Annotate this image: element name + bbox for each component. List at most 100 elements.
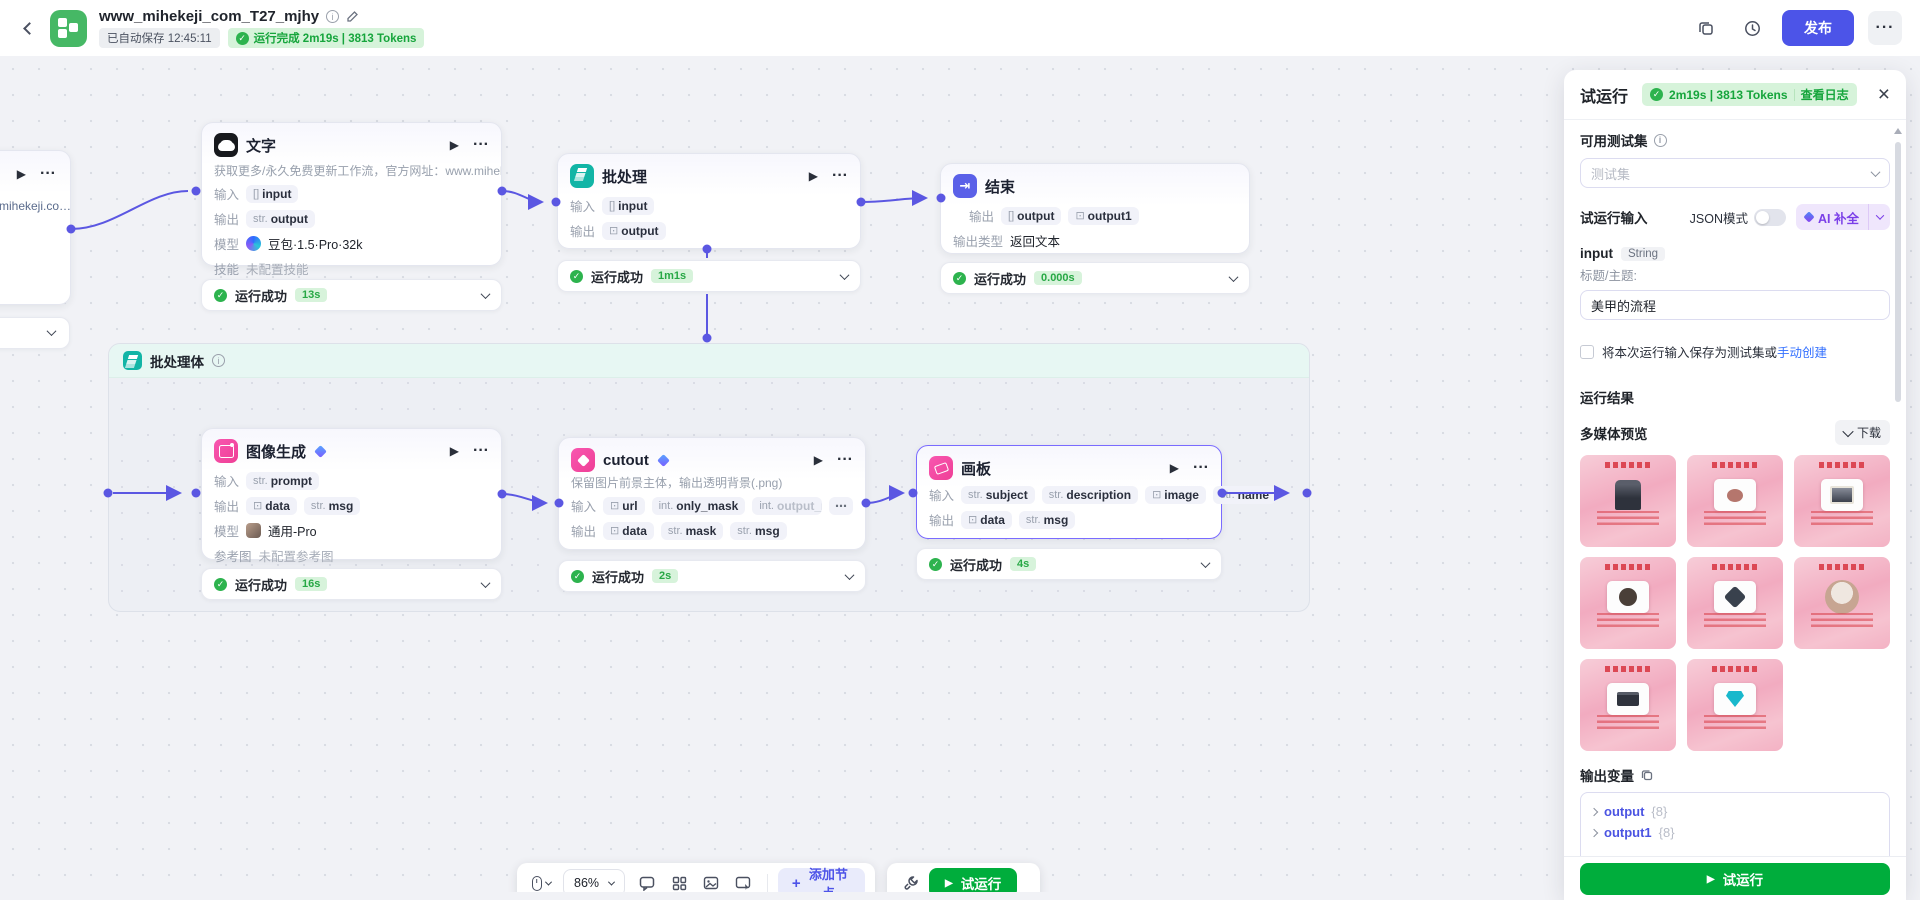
param-pill[interactable]: str.msg: [303, 496, 361, 515]
expand-toggle[interactable]: [480, 575, 491, 593]
play-icon[interactable]: [450, 442, 459, 460]
param-pill[interactable]: ⊡output1: [1068, 206, 1139, 225]
panel-scrollbar[interactable]: [1893, 128, 1903, 862]
scrollbar-thumb[interactable]: [1895, 142, 1901, 402]
play-icon[interactable]: [17, 165, 26, 183]
scroll-up-icon[interactable]: [1894, 128, 1902, 134]
more-icon[interactable]: [473, 136, 489, 154]
back-button[interactable]: [14, 13, 44, 43]
param-pill[interactable]: []output: [1001, 206, 1062, 225]
param-pill[interactable]: []input: [602, 196, 655, 215]
tools-button[interactable]: [897, 869, 925, 892]
edit-icon[interactable]: [346, 10, 359, 23]
play-icon[interactable]: [450, 136, 459, 154]
param-pill[interactable]: ⊡image: [1145, 485, 1206, 504]
publish-button[interactable]: 发布: [1782, 10, 1854, 46]
more-icon[interactable]: [832, 167, 848, 185]
media-thumbnail[interactable]: [1794, 557, 1890, 649]
param-pill[interactable]: int.output_mode: [752, 496, 822, 515]
param-pill[interactable]: str.subject: [961, 485, 1035, 504]
param-pill[interactable]: int.only_mask: [651, 496, 746, 515]
media-thumbnail[interactable]: [1794, 455, 1890, 547]
image-tool-button[interactable]: [697, 869, 725, 892]
history-button[interactable]: [1736, 12, 1768, 44]
node-image-gen-status[interactable]: 运行成功 16s: [201, 568, 502, 600]
copy-icon[interactable]: [1641, 769, 1653, 781]
output-var-row[interactable]: output {8}: [1589, 801, 1879, 822]
node-board-status[interactable]: 运行成功 4s: [916, 548, 1222, 580]
param-pill[interactable]: str.msg: [730, 521, 787, 540]
node-text-status[interactable]: 运行成功 13s: [201, 279, 502, 311]
download-button[interactable]: 下载: [1834, 420, 1890, 445]
overflow-pill[interactable]: ⋯: [829, 496, 853, 515]
node-image-gen[interactable]: 图像生成 输入 str.prompt 输出 ⊡data str.msg 模型 通…: [201, 428, 502, 564]
media-thumbnail[interactable]: [1580, 455, 1676, 547]
play-icon[interactable]: [814, 451, 823, 469]
node-partial-status[interactable]: [0, 317, 70, 349]
param-pill[interactable]: ⊡data: [603, 521, 654, 540]
info-icon[interactable]: [1653, 133, 1667, 147]
zoom-select[interactable]: 86%: [563, 869, 626, 892]
save-testset-checkbox[interactable]: [1580, 344, 1594, 359]
node-text[interactable]: 文字 获取更多/永久免费更新工作流，官方网址：www.mihekeji.co… …: [201, 122, 502, 277]
param-pill[interactable]: str.name: [1212, 485, 1276, 504]
expand-toggle[interactable]: [1228, 269, 1239, 287]
param-pill[interactable]: []input: [246, 184, 299, 203]
node-end-status[interactable]: 运行成功 0.000s: [940, 262, 1250, 294]
run-status-badge[interactable]: 运行完成 2m19s | 3813 Tokens: [227, 28, 425, 48]
param-pill[interactable]: ⊡data: [246, 496, 297, 515]
node-board[interactable]: 画板 输入 str.subject str.description ⊡image…: [916, 445, 1276, 539]
media-thumbnail[interactable]: [1687, 557, 1783, 649]
node-batch[interactable]: 批处理 输入 []input 输出 ⊡output: [557, 153, 861, 249]
ai-complete-button[interactable]: AI 补全: [1796, 204, 1890, 230]
node-cutout[interactable]: cutout 保留图片前景主体，输出透明背景(.png) 输入 ⊡url int…: [558, 437, 866, 550]
more-icon[interactable]: [1193, 459, 1209, 477]
param-pill[interactable]: ⊡output: [602, 221, 666, 240]
json-mode-toggle[interactable]: [1754, 208, 1787, 226]
param-pill[interactable]: str.description: [1041, 485, 1139, 504]
input-field[interactable]: [1580, 290, 1890, 320]
more-menu-button[interactable]: [1868, 11, 1902, 45]
expand-toggle[interactable]: [480, 286, 491, 304]
output-var-row[interactable]: output1 {8}: [1589, 822, 1879, 843]
media-thumbnail[interactable]: [1687, 659, 1783, 751]
view-log-link[interactable]: 查看日志: [1800, 88, 1849, 102]
testset-select[interactable]: 测试集: [1580, 158, 1890, 188]
expand-toggle[interactable]: [1200, 555, 1211, 573]
play-icon[interactable]: [809, 167, 818, 185]
expand-toggle[interactable]: [844, 567, 855, 585]
param-pill[interactable]: ⊡url: [603, 496, 645, 515]
info-icon[interactable]: [212, 354, 225, 367]
node-partial[interactable]: mihekeji.co…: [0, 150, 71, 305]
node-batch-status[interactable]: 运行成功 1m1s: [557, 260, 861, 292]
add-node-button[interactable]: 添加节点: [777, 867, 865, 892]
comment-button[interactable]: [633, 869, 661, 892]
node-end[interactable]: 结束 输出 []output ⊡output1 输出类型 返回文本: [940, 163, 1250, 254]
close-icon[interactable]: [1878, 83, 1890, 107]
group-header[interactable]: 批处理体: [109, 344, 1309, 378]
output-var-name[interactable]: output: [1604, 804, 1645, 819]
param-pill[interactable]: str.prompt: [246, 471, 320, 490]
param-pill[interactable]: ⊡data: [961, 510, 1012, 529]
expand-toggle[interactable]: [839, 267, 850, 285]
more-icon[interactable]: [473, 442, 489, 460]
node-cutout-status[interactable]: 运行成功 2s: [558, 560, 866, 592]
param-pill[interactable]: str.output: [246, 209, 315, 228]
more-icon[interactable]: [40, 165, 56, 183]
more-icon[interactable]: [837, 451, 853, 469]
panel-run-button[interactable]: 试运行: [1580, 863, 1890, 895]
info-icon[interactable]: [326, 10, 340, 23]
play-icon[interactable]: [1170, 459, 1179, 477]
frame-tool-button[interactable]: [729, 869, 757, 892]
port[interactable]: [191, 186, 201, 196]
port[interactable]: [702, 333, 712, 343]
media-thumbnail[interactable]: [1580, 557, 1676, 649]
param-pill[interactable]: str.mask: [660, 521, 724, 540]
duplicate-button[interactable]: [1690, 12, 1722, 44]
media-thumbnail[interactable]: [1687, 455, 1783, 547]
cursor-mode-button[interactable]: [527, 869, 555, 892]
canvas-run-button[interactable]: 试运行: [929, 868, 1018, 892]
manual-create-link[interactable]: 手动创建: [1777, 346, 1828, 360]
output-var-name[interactable]: output1: [1604, 825, 1652, 840]
layout-button[interactable]: [665, 869, 693, 892]
